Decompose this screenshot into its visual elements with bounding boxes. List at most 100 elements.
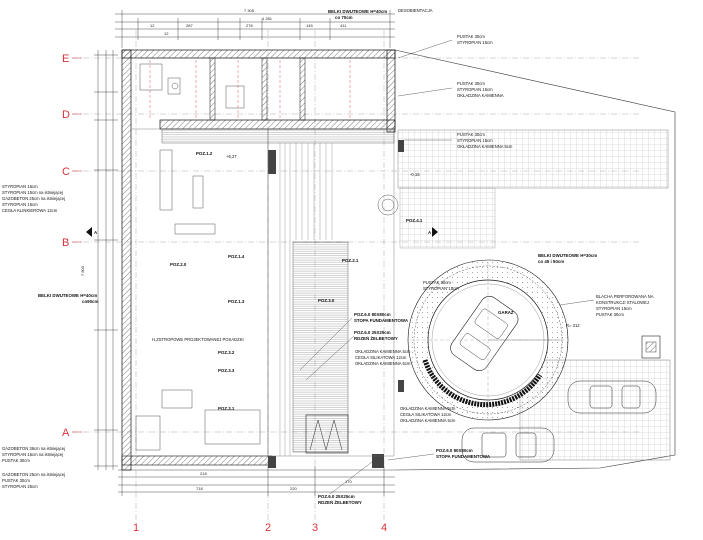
label-radius: R= 312 [566, 323, 580, 328]
svg-text:OKŁADZINA KAMIENNA 5cm: OKŁADZINA KAMIENNA 5cm [355, 349, 411, 354]
svg-text:RDZEŃ ŻELBETOWY: RDZEŃ ŻELBETOWY [318, 500, 362, 505]
svg-text:170: 170 [345, 479, 352, 484]
svg-text:GAZOBETON 25cm na istniejącej: GAZOBETON 25cm na istniejącej [2, 472, 65, 477]
svg-text:145: 145 [306, 23, 313, 28]
cladding-labels-low: OKŁADZINA KAMIENNA 5cm CEGŁA SILIKATOWA … [400, 406, 456, 423]
svg-text:STYROPIAN 15cm: STYROPIAN 15cm [457, 40, 493, 45]
position-labels: POZ.1.2 POZ.1.4 POZ.1.3 POZ.2.0 POZ.2.1 … [170, 151, 423, 411]
svg-text:POZ.3.3: POZ.3.3 [218, 368, 235, 373]
svg-text:STYROPIAN 25cm: STYROPIAN 25cm [2, 484, 38, 489]
label-slab-note: H,ZSTROPOWE PROJEKTOWANEJ POSADZKI [152, 337, 244, 342]
svg-text:OKŁADZINA KAMIENNA 5cm: OKŁADZINA KAMIENNA 5cm [400, 418, 456, 423]
round-garage [407, 259, 569, 421]
svg-text:POZ.3.0: POZ.3.0 [318, 298, 335, 303]
svg-text:287: 287 [186, 23, 193, 28]
label-beams-right-spacing: co 45 i 50cm [538, 259, 564, 264]
svg-text:STOPA FUNDAMENTOWA: STOPA FUNDAMENTOWA [436, 454, 491, 459]
notes-bottom-left: GAZOBETON 36cm na istniejącej STYROPIAN … [2, 446, 65, 489]
axis-label-a: A [62, 427, 70, 439]
axis-label-c: C [62, 166, 70, 178]
svg-text:STYROPIAN 15cm: STYROPIAN 15cm [457, 87, 493, 92]
axis-label-4: 4 [381, 522, 387, 534]
label-beams-left: BELKI DWUTEOWE H=40cm [38, 293, 97, 298]
svg-text:POZ.4.1: POZ.4.1 [406, 218, 423, 223]
section-marker-a-right: A [428, 227, 438, 237]
axis-label-b: B [62, 237, 69, 249]
svg-text:POZ.3.1: POZ.3.1 [218, 406, 235, 411]
svg-text:218: 218 [200, 471, 207, 476]
svg-text:CEGŁA SILIKATOWA 12cm: CEGŁA SILIKATOWA 12cm [355, 355, 407, 360]
staircase-slab [292, 241, 349, 453]
site-boundary [394, 49, 676, 471]
svg-text:GAZOBETON 25cm na istniejącej: GAZOBETON 25cm na istniejącej [2, 196, 65, 201]
svg-text:PUSTAK 30cm: PUSTAK 30cm [2, 478, 30, 483]
building-walls [121, 49, 404, 471]
svg-text:PUSTAK 30cm: PUSTAK 30cm [2, 458, 30, 463]
parked-cars [461, 380, 657, 463]
label-beams-top: BELKI DWUTEOWE H=40cm [328, 9, 387, 14]
terrace-paving [397, 129, 669, 189]
walkway-paving [399, 187, 496, 249]
svg-text:POZ.3.2: POZ.3.2 [218, 350, 235, 355]
svg-text:STOPA FUNDAMENTOWA: STOPA FUNDAMENTOWA [354, 318, 409, 323]
svg-text:STYROPIAN 15cm: STYROPIAN 15cm [2, 184, 38, 189]
red-dashed-lines [149, 60, 351, 120]
cladding-labels-mid: OKŁADZINA KAMIENNA 5cm CEGŁA SILIKATOWA … [355, 349, 411, 366]
svg-text:STYROPIAN 15cm na istniejącej: STYROPIAN 15cm na istniejącej [2, 452, 63, 457]
svg-text:POZ.6.0 80X80cm: POZ.6.0 80X80cm [354, 312, 391, 317]
notes-pustak-round: PUSTAK 30cm STYROPIAN 15cm [423, 280, 459, 291]
well-box [641, 335, 661, 359]
dimension-chain-top: 7 305 1 281 12 287 276 145 411 12 [115, 8, 395, 48]
svg-text:OKŁADZINA KAMIENNA 5cm: OKŁADZINA KAMIENNA 5cm [400, 406, 456, 411]
label-level-1: +6,27 [226, 154, 237, 159]
dim-bottom-total: 718 [196, 486, 203, 491]
svg-text:PUSTAK 30cm: PUSTAK 30cm [457, 34, 485, 39]
section-marker-a-left: A [86, 227, 98, 237]
dimension-chain-left [94, 50, 118, 470]
label-beams-top-spacing: co 70cm [335, 15, 353, 20]
svg-text:OKŁADZINA KAMIENNA 5cm: OKŁADZINA KAMIENNA 5cm [355, 361, 411, 366]
axis-label-2: 2 [265, 522, 271, 534]
svg-text:RDZEŃ ŻELBETOWY: RDZEŃ ŻELBETOWY [354, 336, 398, 341]
dim-top-total: 7 305 [244, 8, 255, 13]
dim-top-secondary: 1 281 [262, 16, 273, 21]
svg-text:220: 220 [290, 486, 297, 491]
svg-text:CEGŁA KLINKIEROWA 12cm: CEGŁA KLINKIEROWA 12cm [2, 208, 58, 213]
svg-text:276: 276 [246, 23, 253, 28]
svg-text:POZ.6.0 25X25cm: POZ.6.0 25X25cm [318, 494, 355, 499]
foundation-labels: POZ.6.0 80X80cm STOPA FUNDAMENTOWA POZ.6… [318, 312, 491, 505]
label-level-2: -0,15 [410, 172, 420, 177]
axis-label-1: 1 [133, 522, 139, 534]
furniture [135, 63, 399, 451]
label-beams-right: BELKI DWUTEOWE H=30cm [538, 253, 597, 258]
axis-label-3: 3 [312, 522, 318, 534]
dimension-chain-bottom [118, 466, 395, 496]
svg-text:CEGŁA SILIKATOWA 12cm: CEGŁA SILIKATOWA 12cm [400, 412, 452, 417]
notes-left: STYROPIAN 15cm STYROPIAN 15cm na istniej… [2, 184, 65, 213]
svg-text:POZ.6.0 80X80cm: POZ.6.0 80X80cm [436, 448, 473, 453]
svg-text:STYROPIAN 15cm na istniejącej: STYROPIAN 15cm na istniejącej [2, 190, 63, 195]
beam-lines [279, 143, 333, 456]
svg-text:PUSTAK 30cm: PUSTAK 30cm [596, 312, 624, 317]
svg-text:12: 12 [164, 31, 169, 36]
svg-text:PUSTAK 30cm: PUSTAK 30cm [423, 280, 451, 285]
leader-lines [299, 39, 595, 495]
svg-text:PUSTAK 30cm: PUSTAK 30cm [457, 132, 485, 137]
svg-text:OKŁADZINA KAMIENNA 5cm: OKŁADZINA KAMIENNA 5cm [457, 144, 513, 149]
svg-text:12: 12 [150, 23, 155, 28]
svg-text:411: 411 [340, 23, 347, 28]
corridor-slab [161, 128, 395, 144]
svg-text:POZ.2.1: POZ.2.1 [342, 258, 359, 263]
svg-text:A: A [428, 230, 432, 235]
svg-text:BLACHA PERFOROWANA NA: BLACHA PERFOROWANA NA [596, 294, 654, 299]
svg-text:POZ.2.0: POZ.2.0 [170, 262, 187, 267]
svg-text:POZ.6.0 25X25cm: POZ.6.0 25X25cm [354, 330, 391, 335]
living-floor [130, 128, 269, 457]
axis-label-d: D [62, 109, 70, 121]
notes-blacha: BLACHA PERFOROWANA NA KONSTRUKCJI STALOW… [596, 294, 654, 317]
label-beams-left-spacing: co90cm [82, 299, 98, 304]
svg-text:GAZOBETON 36cm na istniejącej: GAZOBETON 36cm na istniejącej [2, 446, 65, 451]
axis-label-e: E [62, 53, 69, 65]
svg-text:POZ.1.4: POZ.1.4 [228, 254, 245, 259]
